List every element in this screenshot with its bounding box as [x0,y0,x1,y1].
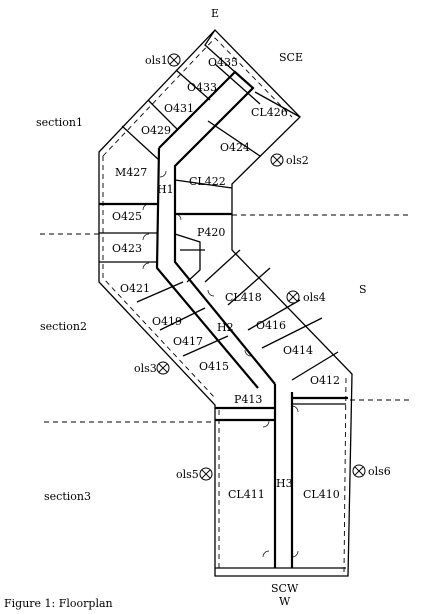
room-label: O416 [256,319,286,332]
room-label: CL422 [189,175,226,188]
room-label: O425 [112,210,142,223]
compass-label-s: S [359,283,367,296]
room-walls-middle [99,202,232,283]
room-label: CL418 [225,291,262,304]
room-label: O414 [283,344,313,357]
section-label-1: section1 [36,116,83,129]
hall-label-h3: H3 [276,477,293,490]
room-label: O419 [152,315,182,328]
compass-label-top: E [211,7,219,20]
sensor-ols6: ols6 [352,464,391,478]
room-label: CL411 [228,488,265,501]
sensor-label: ols6 [368,465,391,478]
room-label: O435 [208,56,238,69]
figure-caption: Figure 1: Floorplan [4,597,113,610]
sensor-label: ols2 [286,154,309,167]
room-label: CL426 [251,106,288,119]
room-label: O412 [310,374,340,387]
sensor-ols2: ols2 [270,153,309,167]
section-label-3: section3 [44,490,91,503]
sensor-label: ols4 [303,291,326,304]
sensor-ols4: ols4 [286,290,326,304]
room-label: P420 [197,226,225,239]
room-label: P413 [234,393,262,406]
compass-label-w: W [279,595,291,608]
compass-label-sce: SCE [279,51,303,64]
room-label: O415 [199,360,229,373]
room-label: O433 [187,81,217,94]
door-swings [142,170,299,558]
hall-label-h1: H1 [157,183,174,196]
room-walls-south [136,249,348,569]
corridor-walls [155,70,294,568]
room-label: O429 [141,124,171,137]
room-label: O421 [120,282,150,295]
compass-label-scw: SCW [271,582,299,595]
room-label: O417 [173,335,203,348]
room-label: CL410 [303,488,340,501]
section-label-2: section2 [40,320,87,333]
sensor-label: ols3 [134,362,157,375]
sensor-ols3: ols3 [134,361,170,375]
sensor-ols5: ols5 [176,467,213,481]
hall-label-h2: H2 [217,321,234,334]
sensor-label: ols5 [176,468,199,481]
building-outline [98,29,353,577]
room-walls-north [121,29,301,189]
room-label: O431 [164,102,194,115]
sensor-ols1: ols1 [145,53,181,67]
room-label: O423 [112,242,142,255]
sensor-label: ols1 [145,54,168,67]
room-label: M427 [115,166,147,179]
room-label: O424 [220,141,250,154]
